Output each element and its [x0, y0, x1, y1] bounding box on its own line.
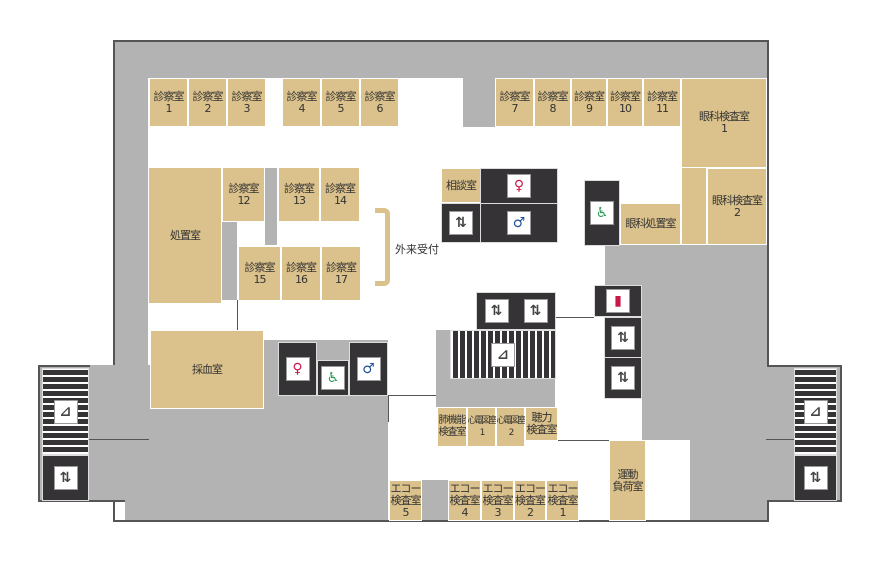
room-eye-exam-1[interactable]: 眼科検査室 1	[681, 78, 767, 168]
room-eye-exam-2[interactable]: 眼科検査室 2	[707, 168, 767, 245]
women-icon: ♀	[285, 357, 310, 381]
area	[690, 440, 767, 520]
area	[125, 405, 388, 520]
room-echo-4[interactable]: エコー 検査室 4	[448, 480, 481, 521]
room-consultation[interactable]: 相談室	[441, 168, 481, 203]
room-exam-5[interactable]: 診察室 5	[321, 78, 360, 127]
men-restroom[interactable]: ♂	[480, 203, 558, 243]
elevator[interactable]: ⇅	[604, 317, 642, 358]
stairs[interactable]: ⊿	[450, 330, 556, 379]
room-exam-15[interactable]: 診察室 15	[238, 246, 281, 301]
elevator-icon: ⇅	[449, 211, 473, 235]
accessible-icon: ♿	[590, 201, 614, 225]
reception-counter	[375, 208, 390, 286]
women-icon: ♀	[507, 174, 531, 198]
door	[556, 317, 594, 318]
room-exam-9[interactable]: 診察室 9	[571, 78, 607, 127]
room-ecg-1[interactable]: 心電図室 1	[467, 407, 498, 447]
room-exam-7[interactable]: 診察室 7	[495, 78, 534, 127]
room-exam-3[interactable]: 診察室 3	[227, 78, 266, 127]
accessible-icon: ♿	[321, 366, 345, 390]
room-ecg-2[interactable]: 心電図室 2	[496, 407, 527, 447]
men-restroom[interactable]: ♂	[349, 342, 388, 396]
stairs-west[interactable]: ⊿	[42, 368, 89, 455]
area	[265, 168, 277, 245]
door	[558, 440, 609, 441]
room-echo-5[interactable]: エコー 検査室 5	[389, 480, 422, 521]
room-treatment[interactable]: 処置室	[148, 167, 222, 304]
room-exam-6[interactable]: 診察室 6	[360, 78, 399, 127]
room-exam-14[interactable]: 診察室 14	[320, 167, 360, 222]
nursing-bottle-icon: ▮	[606, 289, 630, 313]
room-eye-treatment[interactable]: 眼科処置室	[620, 203, 681, 245]
room-exam-2[interactable]: 診察室 2	[188, 78, 227, 127]
room-stress-test[interactable]: 運動 負荷室	[609, 440, 646, 521]
men-icon: ♂	[356, 357, 381, 381]
area	[605, 245, 767, 285]
room-exam-13[interactable]: 診察室 13	[278, 167, 320, 222]
room-exam-8[interactable]: 診察室 8	[534, 78, 571, 127]
elevator-icon: ⇅	[803, 466, 828, 490]
stairs-east[interactable]: ⊿	[794, 368, 837, 455]
stairs-icon: ⊿	[803, 399, 828, 424]
accessible-restroom[interactable]: ♿	[317, 360, 349, 396]
door	[388, 395, 436, 396]
room-echo-1[interactable]: エコー 検査室 1	[546, 480, 579, 521]
elevator-hall[interactable]: ⇅ ⇅	[476, 292, 556, 330]
room-exam-17[interactable]: 診察室 17	[321, 246, 361, 301]
room-exam-16[interactable]: 診察室 16	[281, 246, 321, 301]
door	[89, 439, 149, 440]
area	[422, 480, 448, 520]
area	[463, 78, 495, 127]
women-restroom[interactable]: ♀	[480, 168, 558, 204]
room-echo-2[interactable]: エコー 検査室 2	[514, 480, 546, 521]
elevator-west[interactable]: ⇅	[42, 455, 89, 501]
room-lung-function[interactable]: 肺機能 検査室	[437, 407, 467, 447]
room-echo-3[interactable]: エコー 検査室 3	[481, 480, 514, 521]
area	[222, 222, 237, 300]
room-exam-1[interactable]: 診察室 1	[149, 78, 188, 127]
area	[642, 285, 767, 440]
reception-label: 外来受付	[395, 243, 439, 256]
accessible-restroom[interactable]: ♿	[584, 180, 620, 246]
room-exam-10[interactable]: 診察室 10	[607, 78, 643, 127]
door	[237, 300, 238, 330]
elevator-icon: ⇅	[611, 366, 635, 390]
elevator[interactable]: ⇅	[604, 357, 642, 399]
door	[766, 439, 794, 440]
elevator-icon: ⇅	[523, 299, 548, 323]
room-exam-4[interactable]: 診察室 4	[282, 78, 321, 127]
elevator-icon: ⇅	[611, 325, 635, 350]
elevator-icon: ⇅	[484, 299, 509, 323]
area	[115, 42, 767, 78]
elevator-east[interactable]: ⇅	[794, 455, 837, 501]
men-icon: ♂	[507, 211, 531, 235]
women-restroom[interactable]: ♀	[278, 342, 317, 396]
elevator-icon: ⇅	[53, 466, 78, 490]
stairs-icon: ⊿	[53, 399, 78, 424]
room-hearing[interactable]: 聴力 検査室	[525, 407, 558, 441]
room-exam-12[interactable]: 診察室 12	[222, 167, 265, 222]
room-exam-11[interactable]: 診察室 11	[643, 78, 681, 127]
elevator[interactable]: ⇅	[441, 203, 481, 243]
stairs-icon: ⊿	[491, 342, 515, 367]
door	[388, 396, 389, 422]
nursing-room[interactable]: ▮	[594, 285, 642, 317]
room-blood-collection[interactable]: 採血室	[150, 330, 264, 409]
